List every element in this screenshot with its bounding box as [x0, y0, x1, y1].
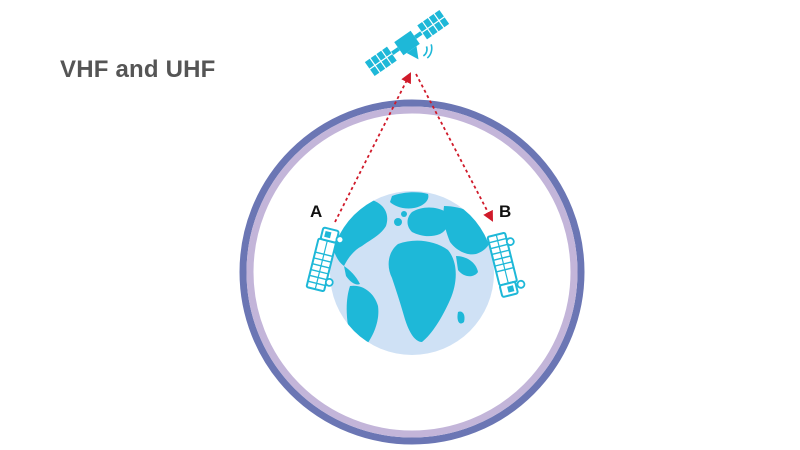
atmosphere-inner-ring: [246, 106, 578, 438]
radio-truck-icon-b: [486, 231, 526, 298]
signal-path-a-to-satellite: [334, 72, 411, 223]
station-b-label: B: [499, 202, 511, 221]
radio-truck-icon-a: [305, 226, 345, 293]
globe-icon: [330, 191, 494, 355]
page-title: VHF and UHF: [60, 56, 216, 83]
station-a-label: A: [310, 202, 322, 221]
satellite-icon: [363, 8, 451, 78]
atmosphere-outer-ring: [239, 99, 585, 445]
